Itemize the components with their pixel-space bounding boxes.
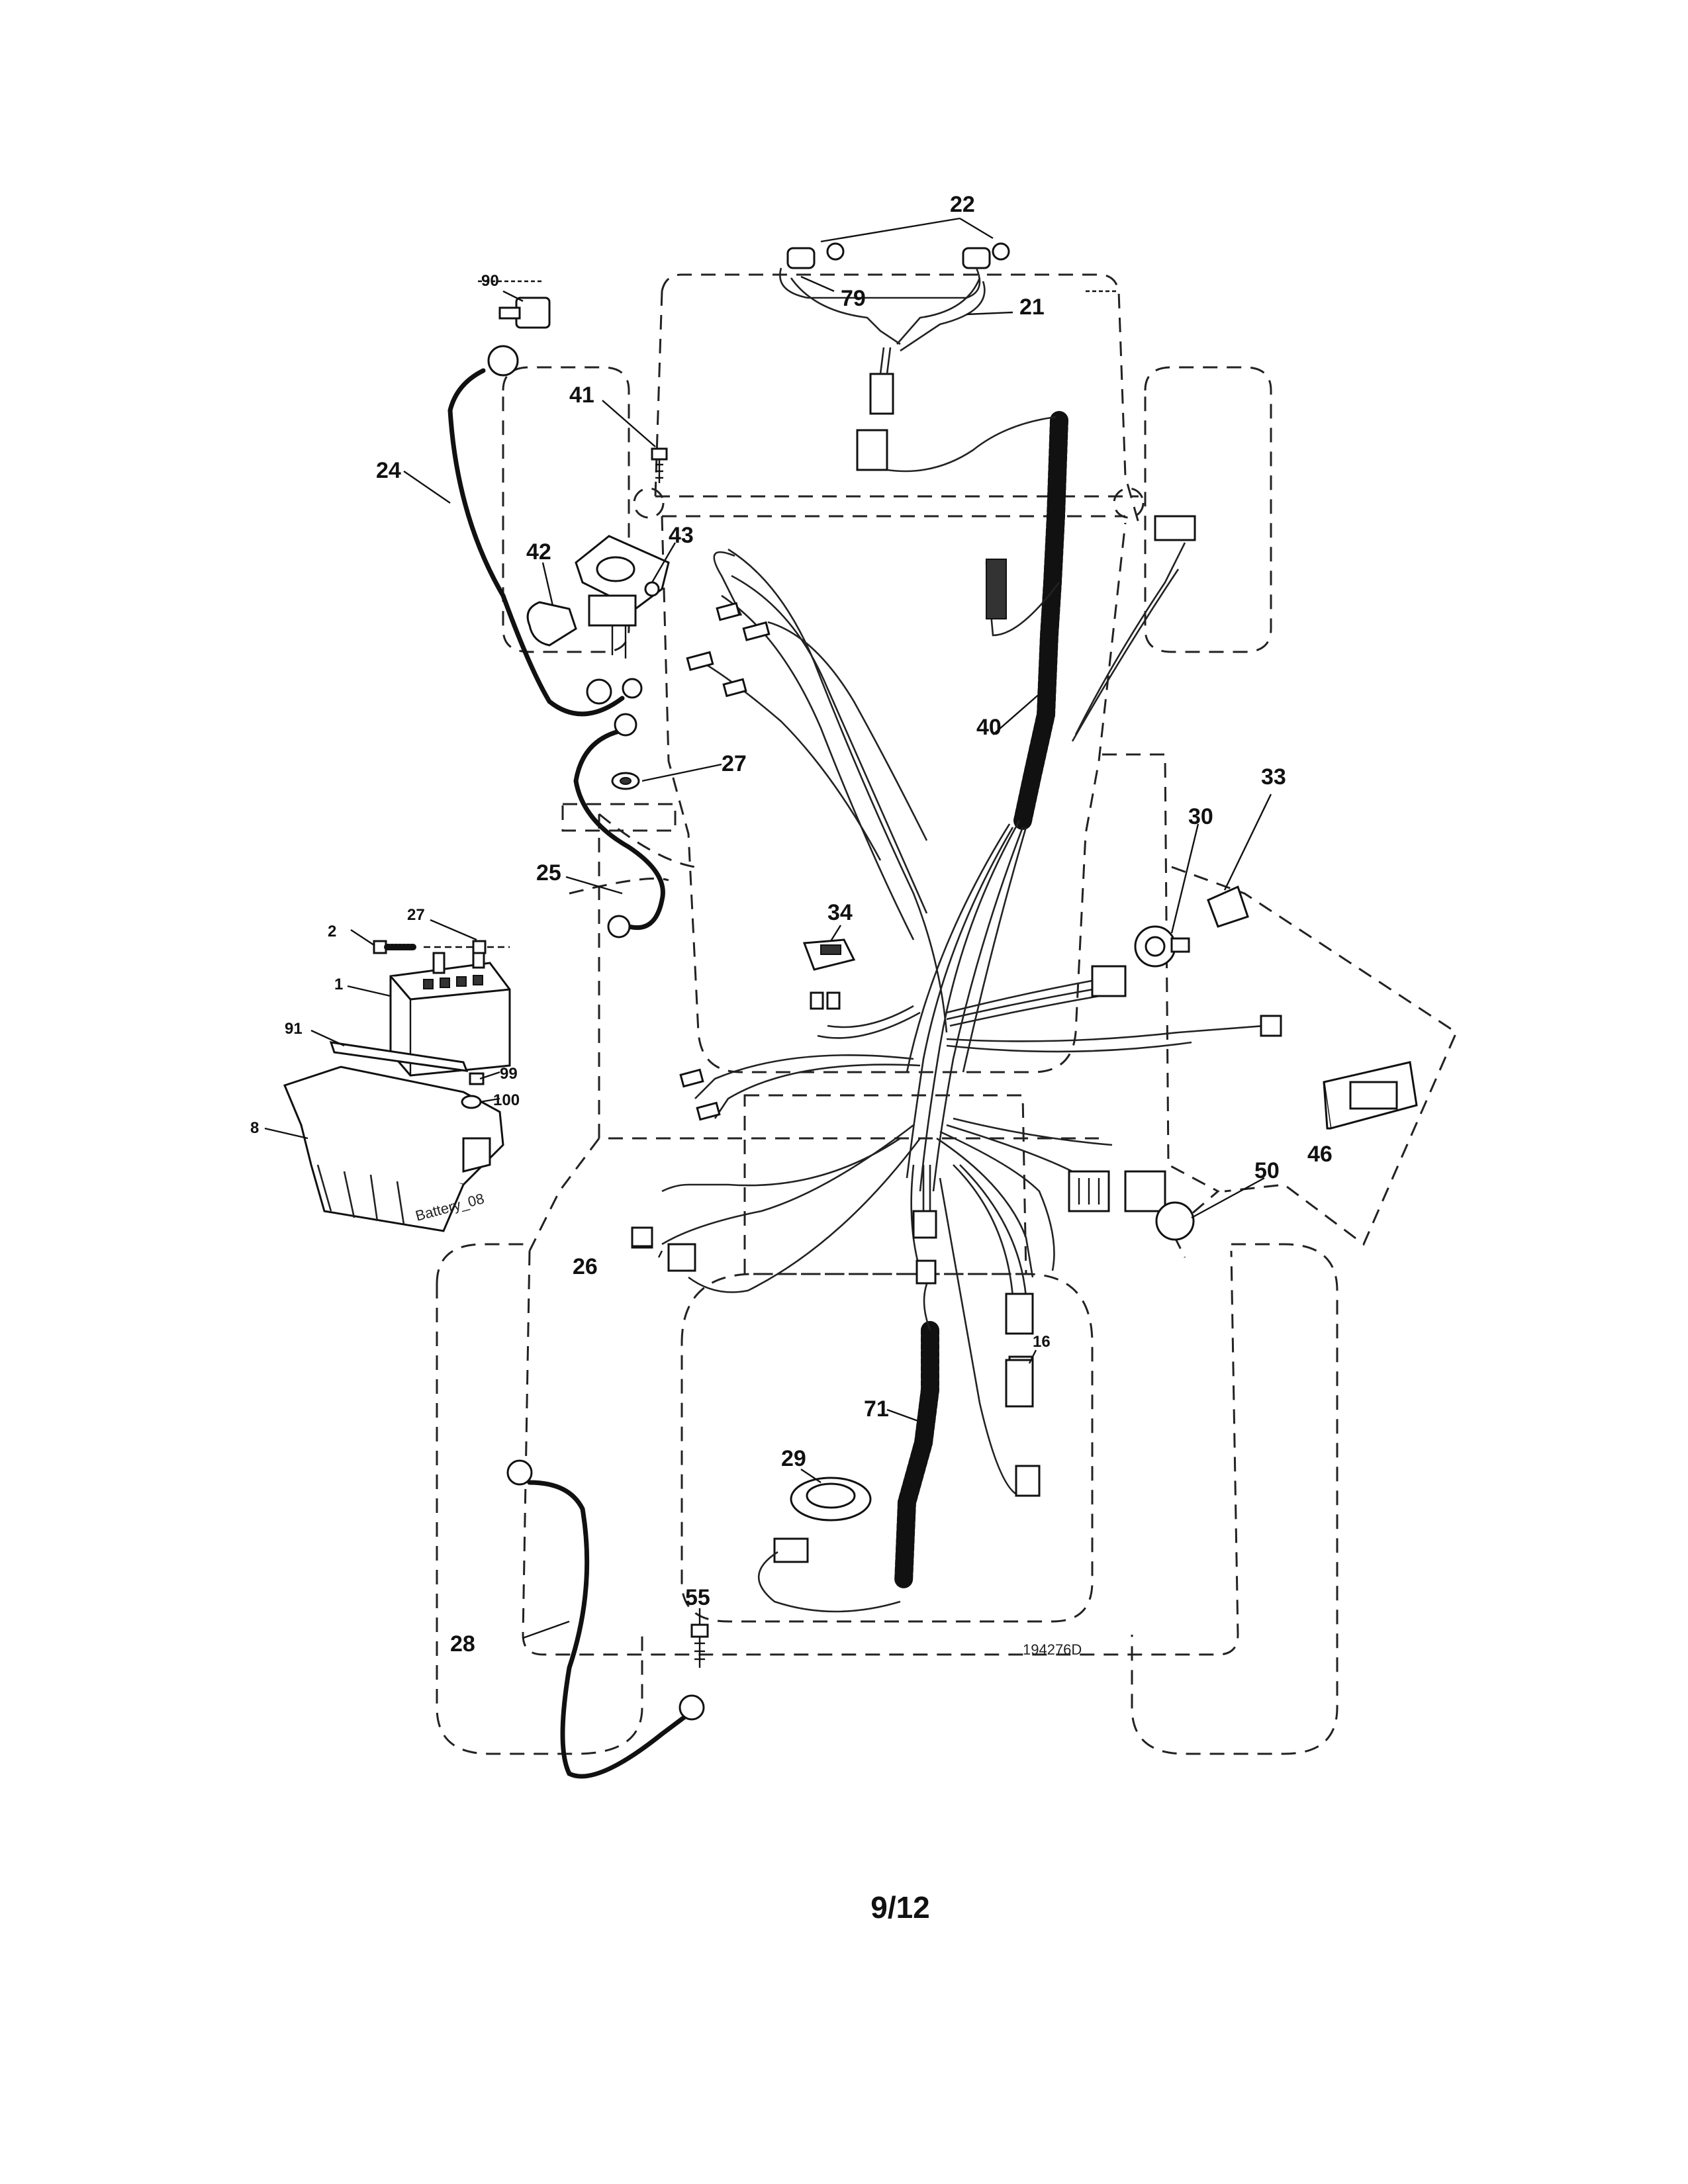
callout-99: 99 [500,1065,518,1083]
callout-40: 40 [976,715,1002,740]
fuse-holder-26 [631,1226,653,1248]
callout-1: 1 [334,976,343,993]
bracket-46 [1323,1061,1418,1130]
ground-cable-28 [506,1459,705,1779]
callout-28: 28 [450,1631,475,1657]
wiring-harness-bundle [661,548,1265,1497]
harness-connectors [631,602,1282,1497]
callout-100: 100 [493,1091,520,1109]
callout-41: 41 [569,383,594,408]
connector-16 [1005,1359,1034,1408]
knob-50 [1124,1170,1195,1241]
callout-46: 46 [1307,1142,1333,1167]
nut-27-small [424,940,510,954]
callout-79: 79 [841,286,866,311]
bolt-41 [651,447,668,483]
callout-22: 22 [950,192,975,217]
callout-27-lower: 27 [407,906,425,924]
callout-33: 33 [1261,764,1286,790]
callout-25: 25 [536,860,561,886]
page-number: 9/12 [870,1890,930,1925]
bolt-55 [690,1623,709,1668]
main-wire-loom [856,411,1196,830]
callout-34: 34 [827,900,853,925]
bolt-2 [373,940,417,954]
chassis-outline [436,273,1458,1755]
callout-21: 21 [1019,295,1045,320]
solenoid-43 [575,535,670,659]
callout-2: 2 [328,923,336,940]
callout-91: 91 [285,1020,303,1038]
callout-50: 50 [1254,1158,1280,1183]
battery-1 [389,952,511,1077]
callout-43: 43 [669,523,694,548]
callout-90: 90 [481,272,499,290]
callout-8: 8 [250,1119,259,1137]
callout-29: 29 [781,1446,806,1471]
switch-34 [802,938,856,1010]
screw-99 [469,1072,485,1085]
callout-55: 55 [685,1585,710,1610]
headlight-assembly [779,242,1010,415]
part-90 [498,296,551,329]
ignition-switch-30 [1134,925,1190,968]
strap-91 [329,1041,469,1072]
boot-42 [526,601,577,647]
callout-26: 26 [573,1254,598,1279]
battery-cable-24 [447,345,643,717]
battery-tray-8 [283,1066,504,1232]
callout-leaders [264,217,1272,1639]
drawing-number: 194276D [1023,1641,1082,1658]
callout-24: 24 [376,458,401,483]
callout-16: 16 [1033,1333,1051,1351]
cable-25 [573,713,665,938]
callout-42: 42 [526,539,551,565]
nut-100 [461,1095,482,1109]
part-33 [1207,885,1249,928]
callout-71: 71 [864,1396,889,1422]
callout-27-upper: 27 [722,751,747,776]
horn-29 [757,1477,901,1613]
nut-27 [611,772,640,790]
callout-30: 30 [1188,804,1213,829]
wire-loom-71 [894,1283,939,1591]
callout-labels: 22 79 21 90 41 24 42 43 40 27 33 30 25 3… [250,192,1333,1658]
